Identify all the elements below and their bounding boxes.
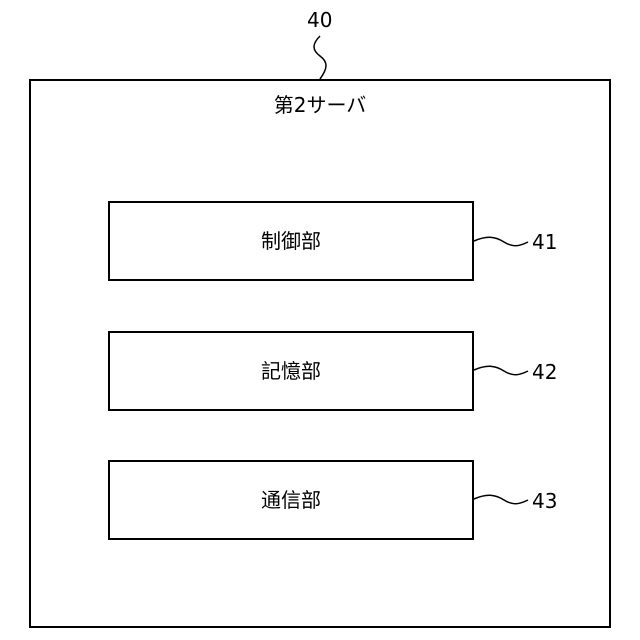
communication-unit-label: 通信部 [261, 488, 321, 512]
communication-unit-ref-number: 43 [532, 489, 557, 513]
storage-unit-box: 記憶部 [108, 331, 474, 411]
storage-unit-label: 記憶部 [261, 359, 321, 383]
control-unit-label: 制御部 [261, 229, 321, 253]
server-title: 第2サーバ [29, 92, 611, 118]
leader-line-server [314, 36, 326, 79]
control-unit-ref-number: 41 [532, 230, 557, 254]
control-unit-box: 制御部 [108, 201, 474, 281]
communication-unit-box: 通信部 [108, 460, 474, 540]
server-ref-number: 40 [307, 8, 332, 32]
storage-unit-ref-number: 42 [532, 360, 557, 384]
